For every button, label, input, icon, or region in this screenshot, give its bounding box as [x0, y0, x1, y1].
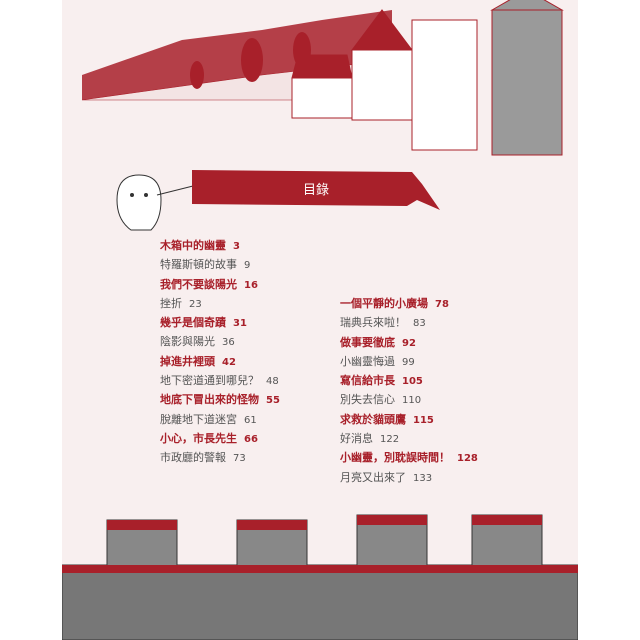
- chapter-title: 小幽靈，別耽誤時間！: [340, 451, 450, 465]
- toc-title: 目錄: [302, 182, 329, 198]
- toc-right-column: 一個平靜的小廣場 78 瑞典兵來啦！ 83 做事要徹底 92 小幽靈悔過 99 寫信給市長 105…: [340, 294, 478, 487]
- chapter-title: 陰影與陽光: [160, 335, 215, 349]
- chapter-page-number: 128: [457, 453, 478, 465]
- chapter-title: 掉進井裡頭: [160, 354, 215, 368]
- chapter-page-number: 3: [233, 241, 240, 252]
- toc-entry: 小幽靈，別耽誤時間！ 128: [340, 448, 478, 467]
- toc-entry: 市政廳的警報 73: [160, 448, 280, 467]
- toc-entry: 特羅斯頓的故事 9: [160, 255, 280, 274]
- chapter-title: 我們不要談陽光: [160, 277, 237, 291]
- chapter-title: 挫折: [160, 296, 182, 310]
- chapter-title: 好消息: [340, 432, 373, 446]
- ghost-illustration: [116, 174, 198, 231]
- toc-entry: 我們不要談陽光 16: [160, 275, 280, 294]
- chapter-page-number: 42: [222, 356, 236, 368]
- chapter-title: 小幽靈悔過: [340, 354, 395, 368]
- toc-entry: 一個平靜的小廣場 78: [340, 294, 478, 313]
- chapter-page-number: 133: [413, 472, 433, 484]
- chapter-page-number: 99: [402, 356, 415, 368]
- chapter-page-number: 78: [435, 299, 449, 310]
- toc-banner: 目錄: [192, 170, 440, 210]
- chapter-title: 市政廳的警報: [160, 451, 226, 465]
- toc-entry: 小幽靈悔過 99: [340, 352, 478, 371]
- toc-entry: 瑞典兵來啦！ 83: [340, 313, 478, 332]
- toc-entry: 別失去信心 110: [340, 390, 478, 409]
- toc-entry: 寫信給市長 105: [340, 371, 478, 390]
- toc-entry: 木箱中的幽靈 3: [160, 236, 280, 255]
- chapter-title: 求救於貓頭鷹: [340, 412, 406, 426]
- toc-entry: 求救於貓頭鷹 115: [340, 410, 478, 429]
- chapter-title: 小心，市長先生: [160, 431, 237, 445]
- chapter-title: 寫信給市長: [340, 374, 395, 388]
- chapter-page-number: 83: [413, 318, 426, 330]
- chapter-page-number: 92: [402, 337, 416, 349]
- toc-entry: 小心，市長先生 66: [160, 429, 280, 448]
- chapter-page-number: 9: [244, 260, 251, 272]
- toc-entry: 地下密道通到哪兒？ 48: [160, 371, 280, 390]
- toc-entry: 陰影與陽光 36: [160, 332, 280, 351]
- chapter-page-number: 122: [380, 434, 400, 446]
- chapter-title: 地底下冒出來的怪物: [160, 393, 259, 407]
- town-illustration: [62, 0, 578, 640]
- chapter-page-number: 73: [233, 453, 246, 465]
- chapter-title: 木箱中的幽靈: [160, 239, 226, 252]
- chapter-page-number: 36: [222, 337, 235, 349]
- chapter-page-number: 115: [413, 414, 434, 426]
- toc-entry: 好消息 122: [340, 429, 478, 448]
- chapter-page-number: 31: [233, 318, 247, 330]
- chapter-page-number: 48: [266, 376, 279, 388]
- chapter-title: 月亮又出來了: [340, 470, 406, 484]
- houses: [291, 0, 564, 156]
- toc-entry: 月亮又出來了 133: [340, 468, 478, 487]
- chapter-page-number: 16: [244, 279, 258, 291]
- chapter-page-number: 66: [244, 433, 258, 445]
- chapter-page-number: 23: [189, 298, 202, 310]
- chapter-page-number: 110: [402, 395, 422, 407]
- chapter-title: 特羅斯頓的故事: [160, 258, 237, 272]
- toc-entry: 地底下冒出來的怪物 55: [160, 390, 280, 409]
- chapter-page-number: 55: [266, 395, 280, 407]
- chapter-page-number: 61: [244, 414, 257, 426]
- chapter-title: 幾乎是個奇蹟: [160, 316, 226, 330]
- toc-left-column: 木箱中的幽靈 3 特羅斯頓的故事 9 我們不要談陽光 16 挫折 23 幾乎是個奇蹟 31 陰影與陽…: [160, 236, 280, 468]
- toc-entry: 挫折 23: [160, 294, 280, 313]
- chapter-page-number: 105: [402, 376, 423, 388]
- toc-entry: 掉進井裡頭 42: [160, 352, 280, 371]
- toc-entry: 幾乎是個奇蹟 31: [160, 313, 280, 332]
- chapter-title: 地下密道通到哪兒？: [160, 374, 259, 388]
- chapter-title: 別失去信心: [340, 393, 395, 407]
- chapter-title: 做事要徹底: [340, 335, 395, 349]
- toc-entry: 脫離地下道迷宮 61: [160, 410, 280, 429]
- toc-entry: 做事要徹底 92: [340, 333, 478, 352]
- chapter-title: 瑞典兵來啦！: [340, 316, 406, 330]
- castle-wall: [62, 514, 578, 640]
- chapter-title: 一個平靜的小廣場: [340, 297, 428, 310]
- toc-page: 目錄 木箱中的幽靈 3 特羅斯頓的故事 9 我們不要談陽光 16 挫折 23 幾乎是個奇蹟 31 陰…: [62, 0, 578, 640]
- chapter-title: 脫離地下道迷宮: [160, 412, 237, 426]
